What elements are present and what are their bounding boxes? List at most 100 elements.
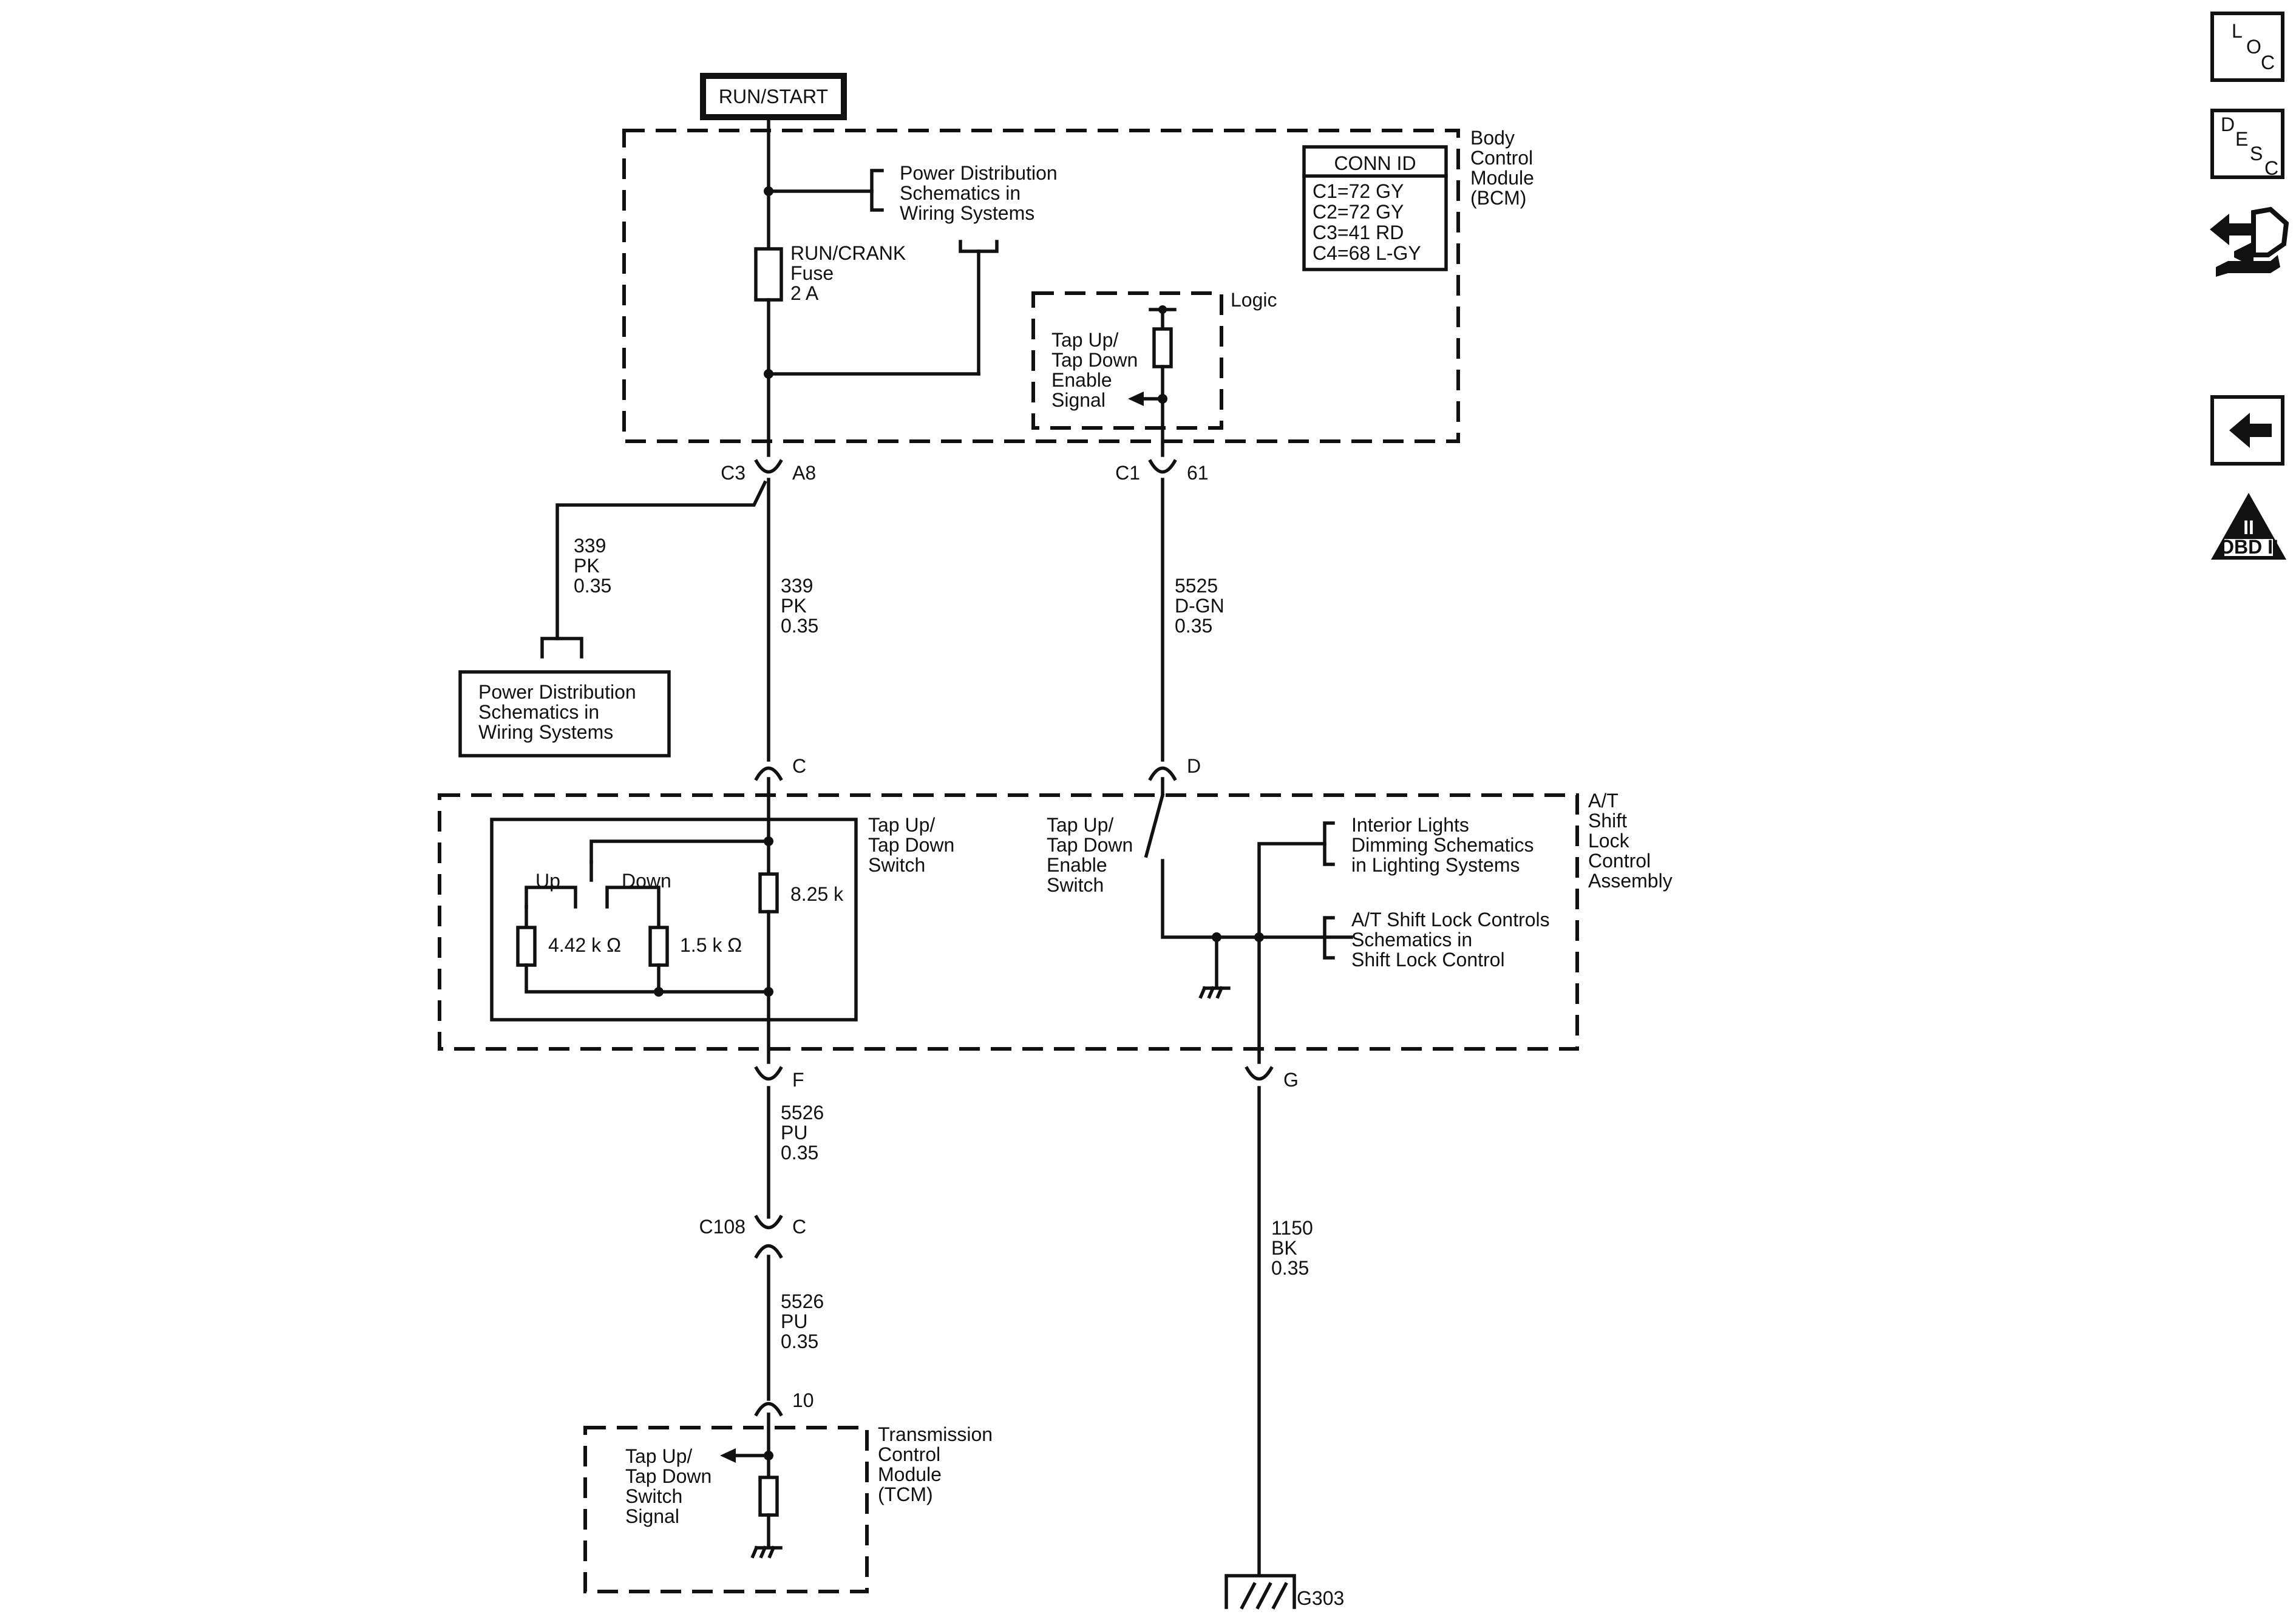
connector-label: D bbox=[1187, 755, 1201, 777]
wire-label: 5525 bbox=[1175, 575, 1218, 597]
fuse-label-line: 2 A bbox=[790, 282, 819, 304]
wire-label: BK bbox=[1271, 1237, 1297, 1259]
shift-lock-ref-line: Schematics in bbox=[1351, 929, 1472, 951]
connector-label: 61 bbox=[1187, 462, 1209, 484]
logic-label: Logic bbox=[1231, 289, 1277, 311]
arrow-left-icon bbox=[2229, 413, 2272, 448]
tcm-name-line: Transmission bbox=[878, 1423, 993, 1445]
wire-label: PK bbox=[781, 595, 807, 617]
desc-button[interactable]: D E S C bbox=[2210, 109, 2284, 179]
logic-signal-label: Tap Up/ Tap Down Enable Signal bbox=[1051, 329, 1138, 411]
chassis-ground-icon bbox=[1198, 986, 1231, 999]
obd-ii-icon[interactable]: II OBD II bbox=[2211, 493, 2286, 560]
resistor-label: 4.42 k Ω bbox=[548, 934, 621, 956]
wire-label: 0.35 bbox=[781, 1331, 818, 1352]
run-start-source: RUN/START bbox=[700, 73, 847, 120]
enable-switch-blade bbox=[1144, 793, 1165, 858]
connector-c3-a8: C3 A8 bbox=[721, 459, 816, 484]
wire-label: PK bbox=[574, 555, 600, 577]
tcm-signal-line: Tap Up/ bbox=[625, 1445, 692, 1467]
tap-switch-label-line: Switch bbox=[868, 854, 925, 876]
desc-letter: S bbox=[2250, 143, 2263, 164]
tcm-signal-line: Tap Down bbox=[625, 1465, 712, 1487]
loc-letter: L bbox=[2232, 20, 2243, 42]
connector-g: G bbox=[1245, 1066, 1299, 1091]
fuse-label-line: RUN/CRANK bbox=[790, 242, 906, 264]
desc-letter: C bbox=[2264, 157, 2278, 179]
desc-letter: D bbox=[2221, 114, 2235, 135]
wire-1150-label: 1150 BK 0.35 bbox=[1271, 1217, 1313, 1279]
tcm-resistor bbox=[758, 1476, 779, 1517]
enable-switch-label: Tap Up/ Tap Down Enable Switch bbox=[1047, 814, 1133, 896]
connector-wrench-icon[interactable] bbox=[2210, 206, 2289, 277]
bcm-module-outline bbox=[622, 129, 1460, 443]
loc-letter: C bbox=[2261, 52, 2275, 73]
desc-letter: E bbox=[2235, 128, 2248, 150]
wire-label: PU bbox=[781, 1310, 807, 1332]
wire-5525-label: 5525 D-GN 0.35 bbox=[1175, 575, 1224, 637]
conn-id-row: C2=72 GY bbox=[1313, 201, 1404, 223]
bcm-name-line: Body bbox=[1470, 127, 1515, 149]
logic-signal-line: Enable bbox=[1051, 369, 1112, 391]
resistor-4-42k bbox=[516, 926, 537, 967]
conn-id-table: CONN ID C1=72 GY C2=72 GY C3=41 RD C4=68… bbox=[1302, 145, 1448, 271]
connector-c: C bbox=[754, 755, 806, 781]
connector-label: C1 bbox=[1115, 462, 1140, 484]
wire-339-branch bbox=[555, 480, 767, 640]
power-dist-ref-line: Power Distribution bbox=[900, 162, 1058, 184]
ref-bracket bbox=[540, 637, 583, 659]
tcm-signal-label: Tap Up/ Tap Down Switch Signal bbox=[625, 1445, 712, 1527]
down-label: Down bbox=[622, 870, 671, 892]
ref-bracket bbox=[1323, 916, 1335, 960]
wire-5526-b-label: 5526 PU 0.35 bbox=[781, 1290, 824, 1352]
wire-label: 339 bbox=[781, 575, 813, 597]
arrow-left-icon bbox=[1128, 392, 1144, 406]
tcm-name-line: Module bbox=[878, 1463, 942, 1485]
connector-f: F bbox=[754, 1066, 804, 1091]
back-button[interactable] bbox=[2210, 395, 2284, 466]
shift-lock-controls-ref: A/T Shift Lock Controls Schematics in Sh… bbox=[1351, 909, 1550, 971]
resistor-8-25k bbox=[758, 872, 779, 914]
resistor-1-5k bbox=[648, 926, 669, 967]
connector-label: C bbox=[792, 755, 806, 777]
connector-label: C bbox=[792, 1216, 806, 1238]
connector-label: F bbox=[792, 1069, 804, 1091]
tcm-signal-line: Switch bbox=[625, 1485, 682, 1507]
wire-label: 5526 bbox=[781, 1102, 824, 1124]
wire-label: D-GN bbox=[1175, 595, 1224, 617]
connector-d: D bbox=[1148, 755, 1201, 781]
wire-label: 0.35 bbox=[1175, 615, 1212, 637]
wire-label: 0.35 bbox=[1271, 1257, 1309, 1279]
power-dist-box: Power Distribution Schematics in Wiring … bbox=[458, 670, 671, 758]
connector-label: C108 bbox=[699, 1216, 746, 1238]
wire-339-left-label: 339 PK 0.35 bbox=[574, 535, 611, 597]
run-crank-fuse bbox=[754, 247, 783, 302]
tap-switch-label-line: Tap Down bbox=[868, 834, 954, 856]
conn-id-title: CONN ID bbox=[1334, 152, 1416, 174]
wire-label: 339 bbox=[574, 535, 606, 557]
loc-letter: O bbox=[2246, 36, 2261, 58]
tcm-outline bbox=[583, 1426, 869, 1593]
logic-signal-line: Signal bbox=[1051, 389, 1106, 411]
connector-10: 10 bbox=[754, 1389, 814, 1417]
wire-label: 0.35 bbox=[574, 575, 611, 597]
wire-label: 0.35 bbox=[781, 615, 818, 637]
enable-switch-line: Tap Up/ bbox=[1047, 814, 1113, 836]
obd-label: OBD II bbox=[2219, 536, 2278, 558]
connector-label: 10 bbox=[792, 1389, 814, 1411]
resistor-label: 1.5 k Ω bbox=[680, 934, 742, 956]
conn-id-row: C3=41 RD bbox=[1313, 222, 1404, 243]
bcm-name: Body Control Module (BCM) bbox=[1470, 127, 1534, 209]
ground-label: G303 bbox=[1297, 1587, 1344, 1609]
connector-label: C3 bbox=[721, 462, 746, 484]
run-start-label: RUN/START bbox=[719, 86, 828, 107]
wire-5526-a-label: 5526 PU 0.35 bbox=[781, 1102, 824, 1164]
shift-lock-name-line: Lock bbox=[1588, 830, 1630, 852]
loc-button[interactable]: L O C bbox=[2210, 12, 2284, 82]
arrow-left-icon bbox=[720, 1448, 736, 1463]
ref-bracket bbox=[870, 169, 884, 212]
tap-switch-label-line: Tap Up/ bbox=[868, 814, 935, 836]
power-dist-box-line: Wiring Systems bbox=[478, 721, 613, 743]
wire-339-main-label: 339 PK 0.35 bbox=[781, 575, 818, 637]
